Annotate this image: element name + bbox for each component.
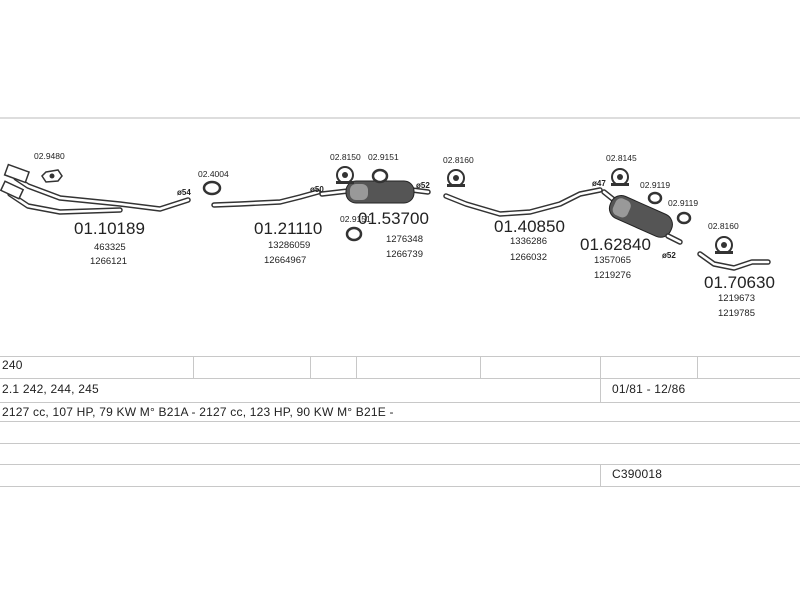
table-divider bbox=[0, 443, 800, 444]
part-number[interactable]: 01.40850 bbox=[494, 217, 565, 236]
part-number[interactable]: 01.21110 bbox=[254, 219, 322, 238]
rear-silencer-part[interactable] bbox=[601, 189, 683, 245]
part-number[interactable]: 01.70630 bbox=[704, 273, 775, 292]
oem-number: 463325 bbox=[94, 242, 126, 253]
accessory-code: 02.8160 bbox=[708, 221, 739, 231]
accessory-code: 02.8160 bbox=[443, 155, 474, 165]
table-divider bbox=[0, 421, 800, 422]
clamp-ring-icon[interactable] bbox=[345, 226, 363, 242]
clamp-ring-icon[interactable] bbox=[371, 168, 389, 184]
model-name: 240 bbox=[2, 358, 23, 372]
oem-number: 12664967 bbox=[264, 255, 306, 266]
table-column-divider bbox=[310, 356, 311, 378]
rubber-hanger-icon[interactable] bbox=[336, 166, 354, 184]
table-column-divider bbox=[600, 356, 601, 378]
clamp-ring-icon[interactable] bbox=[676, 211, 692, 225]
tail-pipe-part[interactable] bbox=[697, 251, 771, 271]
part-number[interactable]: 01.62840 bbox=[580, 235, 651, 254]
accessory-code: 02.9480 bbox=[34, 151, 65, 161]
accessory-code: 02.8145 bbox=[606, 153, 637, 163]
middle-silencer-part[interactable] bbox=[319, 180, 431, 204]
clamp-size: ø54 bbox=[177, 188, 191, 197]
accessory-code: 02.9119 bbox=[640, 180, 670, 190]
engine-specs: 2127 cc, 107 HP, 79 KW M° B21A - 2127 cc… bbox=[2, 405, 394, 419]
oem-number: 1219785 bbox=[718, 308, 755, 319]
table-divider bbox=[0, 402, 800, 403]
clamp-ring-icon[interactable] bbox=[647, 191, 663, 205]
table-divider bbox=[0, 356, 800, 357]
intermediate-pipe-part[interactable] bbox=[443, 187, 603, 217]
table-column-divider bbox=[193, 356, 194, 378]
catalog-code: C390018 bbox=[612, 467, 663, 481]
oem-number: 1219276 bbox=[594, 270, 631, 281]
oem-number: 1266032 bbox=[510, 252, 547, 263]
oem-number: 1357065 bbox=[594, 255, 631, 266]
gasket-icon[interactable] bbox=[41, 169, 63, 183]
table-divider bbox=[0, 378, 800, 379]
rubber-hanger-icon[interactable] bbox=[611, 168, 629, 186]
table-column-divider bbox=[356, 356, 357, 378]
oem-number: 1266121 bbox=[90, 256, 127, 267]
accessory-code: 02.4004 bbox=[198, 169, 229, 179]
rubber-hanger-icon[interactable] bbox=[715, 236, 733, 254]
table-divider bbox=[0, 486, 800, 487]
table-column-divider bbox=[697, 356, 698, 378]
clamp-size: ø50 bbox=[310, 185, 324, 194]
table-column-divider bbox=[480, 356, 481, 378]
accessory-code: 02.9119 bbox=[668, 198, 698, 208]
accessory-code: 02.8150 bbox=[330, 152, 361, 162]
accessory-code: 02.9151 bbox=[340, 214, 371, 224]
oem-number: 13286059 bbox=[268, 240, 310, 251]
oem-number: 1276348 bbox=[386, 234, 423, 245]
table-column-divider bbox=[600, 378, 601, 402]
oem-number: 1336286 bbox=[510, 236, 547, 247]
table-divider bbox=[0, 464, 800, 465]
model-variants: 2.1 242, 244, 245 bbox=[2, 382, 99, 396]
clamp-size: ø52 bbox=[416, 181, 430, 190]
oem-number: 1219673 bbox=[718, 293, 755, 304]
accessory-code: 02.9151 bbox=[368, 152, 399, 162]
table-column-divider bbox=[600, 464, 601, 486]
clamp-size: ø52 bbox=[662, 251, 676, 260]
rubber-hanger-icon[interactable] bbox=[447, 169, 465, 187]
part-number[interactable]: 01.10189 bbox=[74, 219, 145, 238]
intermediate-pipe-part[interactable] bbox=[211, 189, 321, 208]
part-number[interactable]: 01.53700 bbox=[358, 209, 429, 228]
oem-number: 1266739 bbox=[386, 249, 423, 260]
clamp-ring-icon[interactable] bbox=[202, 180, 222, 196]
front-pipe-part[interactable] bbox=[0, 163, 191, 215]
clamp-size: ø47 bbox=[592, 179, 606, 188]
production-date-range: 01/81 - 12/86 bbox=[612, 382, 686, 396]
